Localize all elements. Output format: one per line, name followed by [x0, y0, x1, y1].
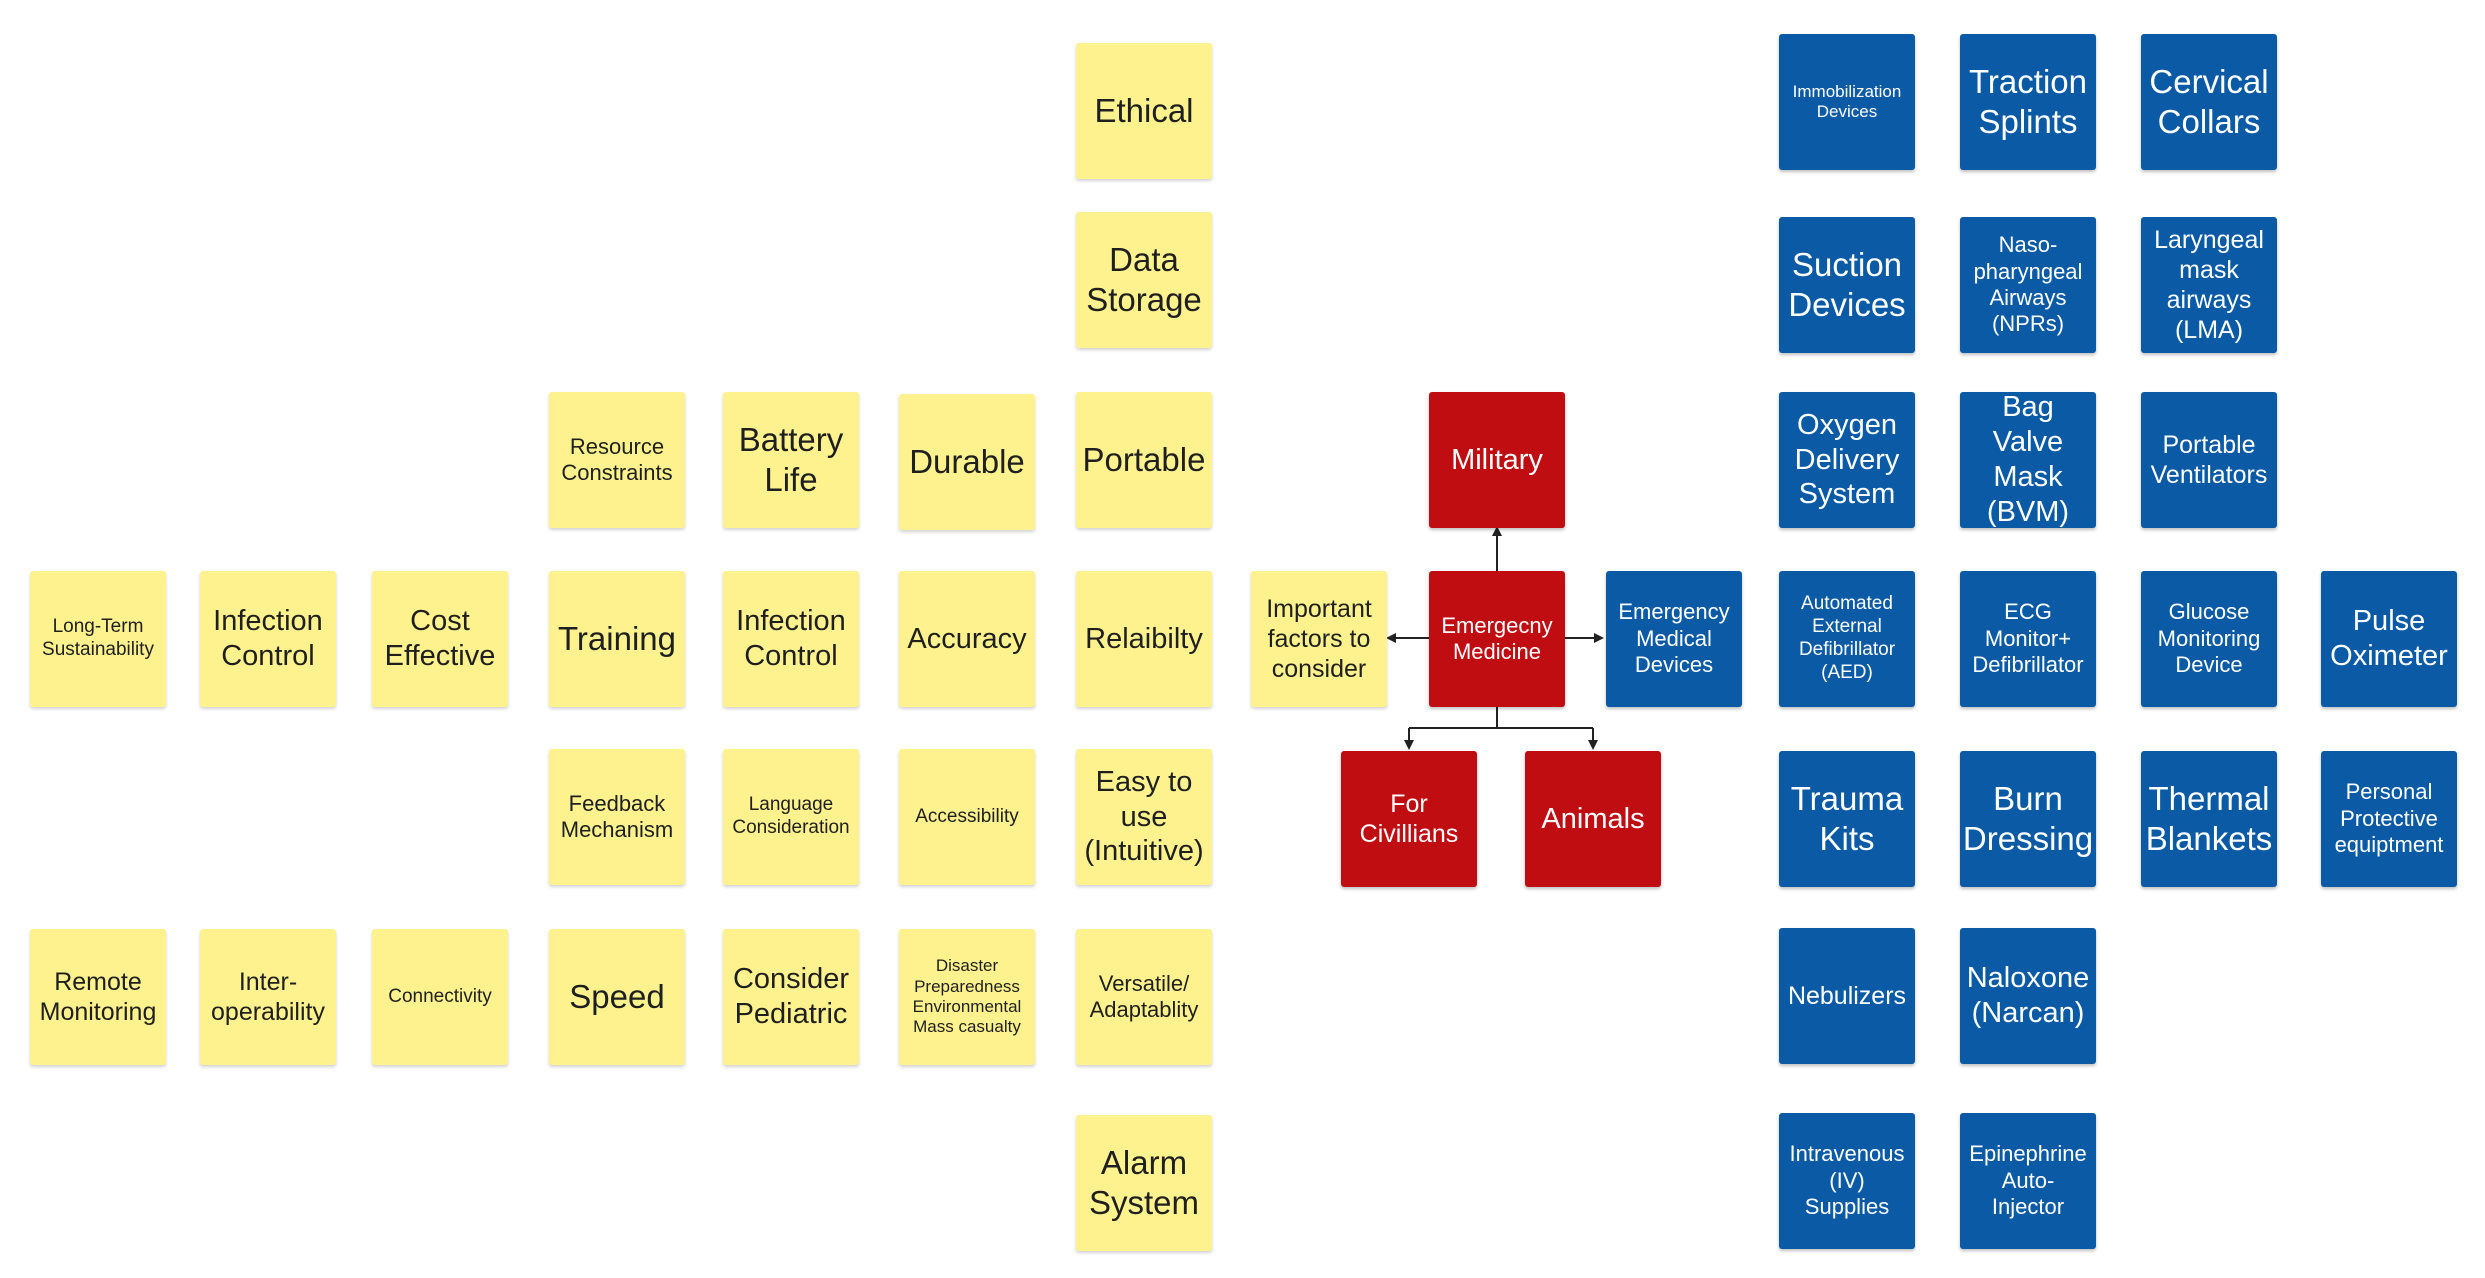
note-emergency-medical-devices[interactable]: Emergency Medical Devices [1606, 571, 1742, 707]
note-infection-control-1[interactable]: Infection Control [200, 571, 336, 707]
note-connectivity[interactable]: Connectivity [372, 929, 508, 1065]
note-accessibility[interactable]: Accessibility [899, 749, 1035, 885]
note-epinephrine[interactable]: Epinephrine Auto- Injector [1960, 1113, 2096, 1249]
note-naso-pharyngeal-airways[interactable]: Naso- pharyngeal Airways (NPRs) [1960, 217, 2096, 353]
note-speed[interactable]: Speed [549, 929, 685, 1065]
note-emergency-medicine[interactable]: Emergecny Medicine [1429, 571, 1565, 707]
note-interoperability[interactable]: Inter- operability [200, 929, 336, 1065]
note-portable-ventilators[interactable]: Portable Ventilators [2141, 392, 2277, 528]
note-animals[interactable]: Animals [1525, 751, 1661, 887]
note-personal-protective-equipment[interactable]: Personal Protective equiptment [2321, 751, 2457, 887]
note-traction-splints[interactable]: Traction Splints [1960, 34, 2096, 170]
note-laryngeal-mask-airways[interactable]: Laryngeal mask airways (LMA) [2141, 217, 2277, 353]
note-trauma-kits[interactable]: Trauma Kits [1779, 751, 1915, 887]
note-cost-effective[interactable]: Cost Effective [372, 571, 508, 707]
note-long-term-sustainability[interactable]: Long-Term Sustainability [30, 571, 166, 707]
note-iv-supplies[interactable]: Intravenous (IV) Supplies [1779, 1113, 1915, 1249]
note-nebulizers[interactable]: Nebulizers [1779, 928, 1915, 1064]
note-resource-constraints[interactable]: Resource Constraints [549, 392, 685, 528]
note-easy-to-use[interactable]: Easy to use (Intuitive) [1076, 749, 1212, 885]
note-aed[interactable]: Automated External Defibrillator (AED) [1779, 571, 1915, 707]
note-training[interactable]: Training [549, 571, 685, 707]
note-burn-dressing[interactable]: Burn Dressing [1960, 751, 2096, 887]
note-alarm-system[interactable]: Alarm System [1076, 1115, 1212, 1251]
note-reliability[interactable]: Relaibilty [1076, 571, 1212, 707]
note-immobilization-devices[interactable]: Immobilization Devices [1779, 34, 1915, 170]
note-naloxone[interactable]: Naloxone (Narcan) [1960, 928, 2096, 1064]
note-glucose-monitoring[interactable]: Glucose Monitoring Device [2141, 571, 2277, 707]
note-thermal-blankets[interactable]: Thermal Blankets [2141, 751, 2277, 887]
note-feedback-mechanism[interactable]: Feedback Mechanism [549, 749, 685, 885]
note-oxygen-delivery[interactable]: Oxygen Delivery System [1779, 392, 1915, 528]
note-consider-pediatric[interactable]: Consider Pediatric [723, 929, 859, 1065]
note-ethical[interactable]: Ethical [1076, 43, 1212, 179]
note-accuracy[interactable]: Accuracy [899, 571, 1035, 707]
note-disaster-preparedness[interactable]: Disaster Preparedness Environmental Mass… [899, 929, 1035, 1065]
note-ecg-monitor[interactable]: ECG Monitor+ Defibrillator [1960, 571, 2096, 707]
note-cervical-collars[interactable]: Cervical Collars [2141, 34, 2277, 170]
note-bag-valve-mask[interactable]: Bag Valve Mask (BVM) [1960, 391, 2096, 528]
note-military[interactable]: Military [1429, 392, 1565, 528]
note-versatile[interactable]: Versatile/ Adaptablity [1076, 929, 1212, 1065]
note-data-storage[interactable]: Data Storage [1076, 212, 1212, 348]
note-language-consideration[interactable]: Language Consideration [723, 749, 859, 885]
note-important-factors[interactable]: Important factors to consider [1251, 571, 1387, 707]
note-pulse-oximeter[interactable]: Pulse Oximeter [2321, 571, 2457, 707]
note-battery-life[interactable]: Battery Life [723, 392, 859, 528]
note-portable[interactable]: Portable [1076, 392, 1212, 528]
note-durable[interactable]: Durable [899, 394, 1035, 530]
note-infection-control-2[interactable]: Infection Control [723, 571, 859, 707]
note-remote-monitoring[interactable]: Remote Monitoring [30, 929, 166, 1065]
note-suction-devices[interactable]: Suction Devices [1779, 217, 1915, 353]
note-for-civilians[interactable]: For Civillians [1341, 751, 1477, 887]
